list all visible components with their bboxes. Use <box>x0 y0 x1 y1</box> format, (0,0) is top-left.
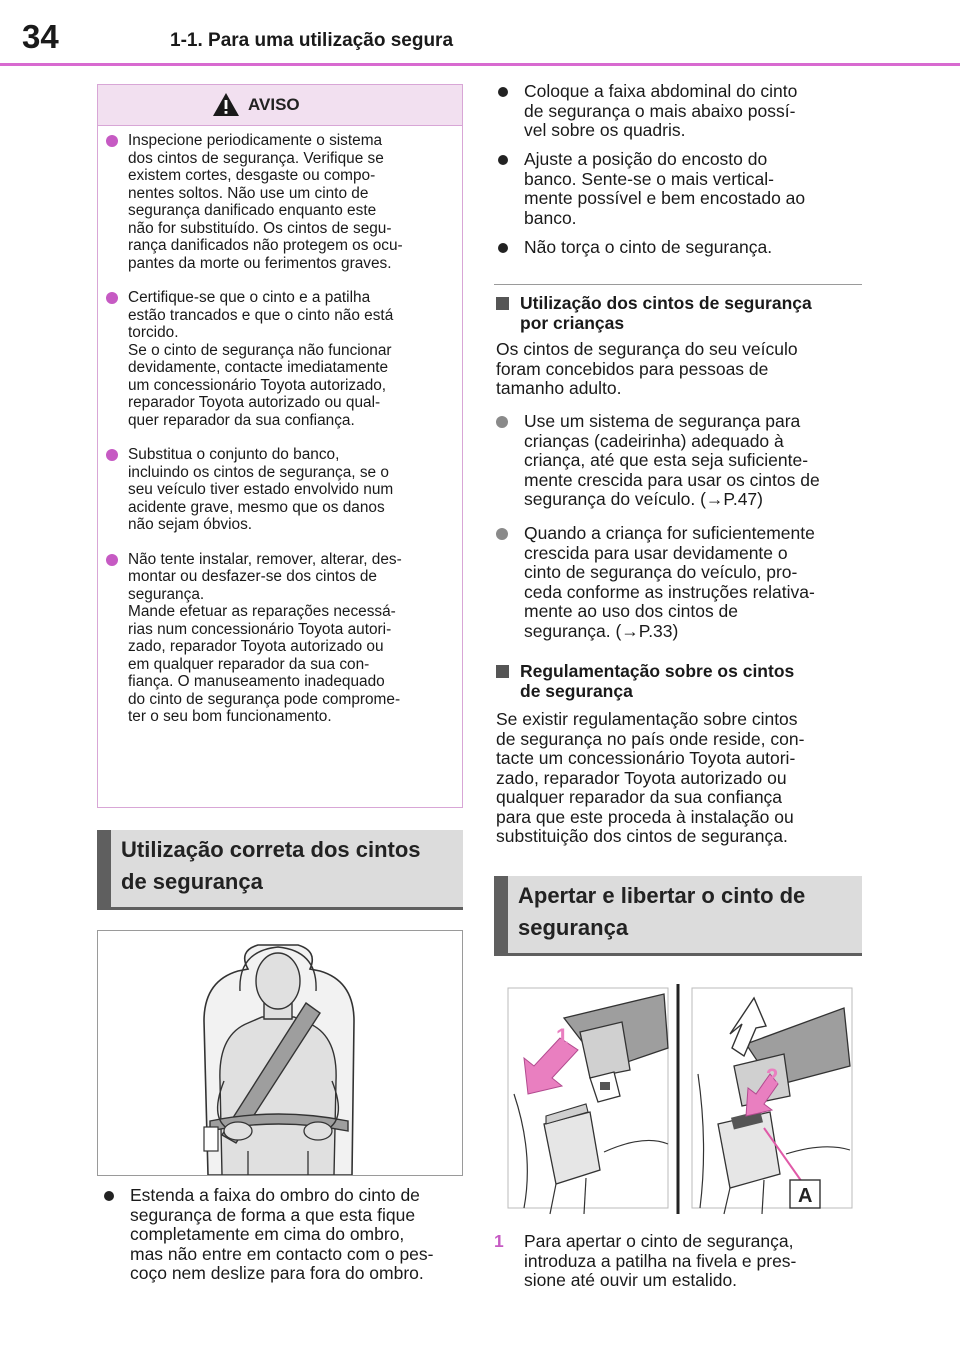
step-text: Para apertar o cinto de segurança,introd… <box>524 1231 797 1290</box>
page-header: 34 1-1. Para uma utilização segura <box>0 0 960 66</box>
seated-person-figure <box>203 944 355 1176</box>
warning-box: AVISO Inspecione periodicamente o sistem… <box>97 84 463 808</box>
warning-item: Não tente instalar, remover, alterar, de… <box>102 551 454 726</box>
step-1: 1 Para apertar o cinto de segurança,intr… <box>494 1231 894 1291</box>
warning-triangle-icon <box>213 93 239 116</box>
warning-item: Substitua o conjunto do banco,incluindo … <box>102 446 454 534</box>
bullet-icon <box>106 553 118 566</box>
divider <box>494 284 862 285</box>
warning-text: Substitua o conjunto do banco,incluindo … <box>128 446 394 533</box>
warning-header: AVISO <box>98 85 462 126</box>
bullet-icon <box>496 528 508 540</box>
instruction-bullet: Não torça o cinto de segurança. <box>494 237 894 258</box>
step-label-1: 1 <box>556 1024 568 1049</box>
bullet-icon <box>498 155 508 165</box>
bullet-icon <box>496 416 508 428</box>
seatbelt-wearing-illustration <box>97 930 463 1176</box>
square-bullet-icon <box>496 665 509 678</box>
callout-a-label: A <box>798 1185 812 1207</box>
header-rule <box>0 63 960 66</box>
bullet-icon <box>498 243 508 253</box>
square-bullet-icon <box>496 297 509 310</box>
page-number: 34 <box>22 18 59 55</box>
instruction-text: Não torça o cinto de segurança. <box>524 237 773 257</box>
chapter-title: 1-1. Para uma utilização segura <box>170 30 454 51</box>
bullet-icon <box>104 1191 114 1201</box>
warning-text: Não tente instalar, remover, alterar, de… <box>128 550 402 726</box>
buckle-illustration: 1 2 A <box>494 974 862 1220</box>
step-number: 1 <box>494 1231 504 1251</box>
buckle-figure: 1 2 A <box>507 984 853 1215</box>
warning-title: AVISO <box>248 95 300 114</box>
step-label-2: 2 <box>766 1064 778 1089</box>
bullet-icon <box>106 135 118 147</box>
bullet-icon <box>498 87 508 97</box>
bullet-icon <box>106 292 118 304</box>
bullet-icon <box>106 449 118 461</box>
